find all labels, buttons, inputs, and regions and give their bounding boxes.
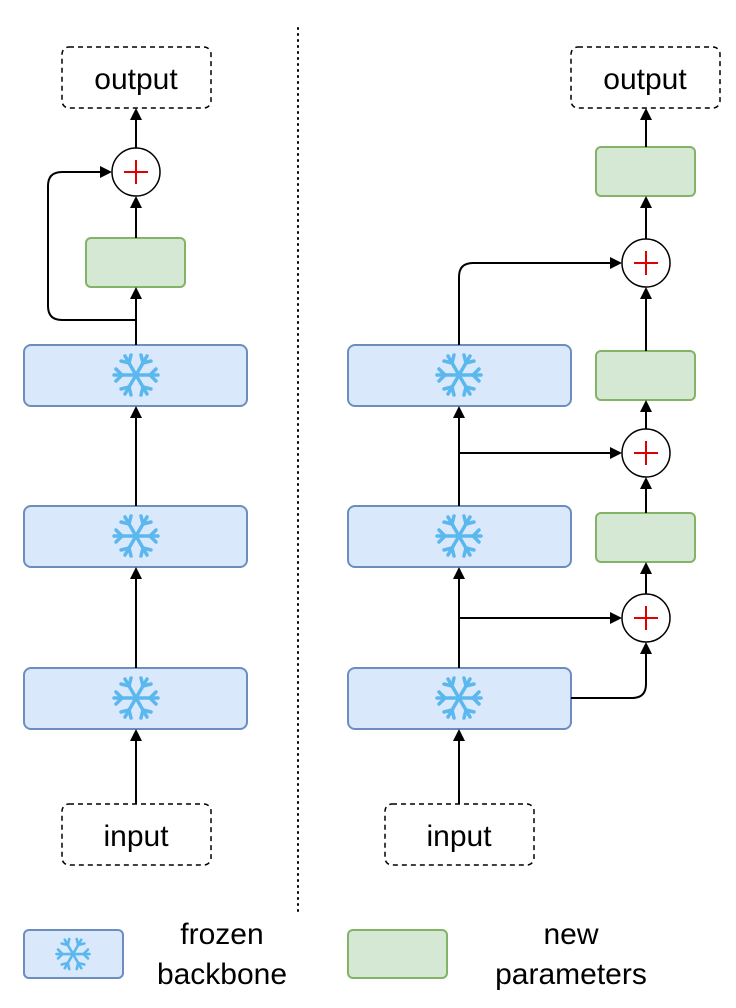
right-new-parameters-block-3 bbox=[595, 146, 696, 197]
right-new-parameters-block-1 bbox=[595, 512, 696, 563]
plus-icon bbox=[634, 606, 658, 630]
legend: frozen backbone new parameters bbox=[23, 918, 647, 991]
plus-icon bbox=[124, 160, 148, 184]
legend-new-label-line1: new bbox=[543, 918, 598, 951]
legend-frozen-label-line2: backbone bbox=[157, 958, 287, 991]
left-new-parameters-block bbox=[85, 237, 186, 288]
left-panel: output input bbox=[23, 46, 248, 866]
right-panel: output input bbox=[347, 46, 721, 866]
right-output-label: output bbox=[603, 63, 687, 96]
plus-icon bbox=[634, 441, 658, 465]
legend-new-swatch bbox=[347, 929, 448, 979]
legend-frozen-label-line1: frozen bbox=[180, 918, 263, 951]
plus-icon bbox=[634, 251, 658, 275]
left-input-label: input bbox=[103, 820, 169, 853]
legend-new-label-line2: parameters bbox=[495, 958, 647, 991]
branch-arrow bbox=[571, 642, 652, 699]
right-input-label: input bbox=[426, 820, 492, 853]
left-output-label: output bbox=[94, 63, 178, 96]
branch-arrow bbox=[458, 257, 622, 345]
skip-connection-arrow bbox=[47, 166, 136, 321]
right-new-parameters-block-2 bbox=[595, 350, 696, 401]
